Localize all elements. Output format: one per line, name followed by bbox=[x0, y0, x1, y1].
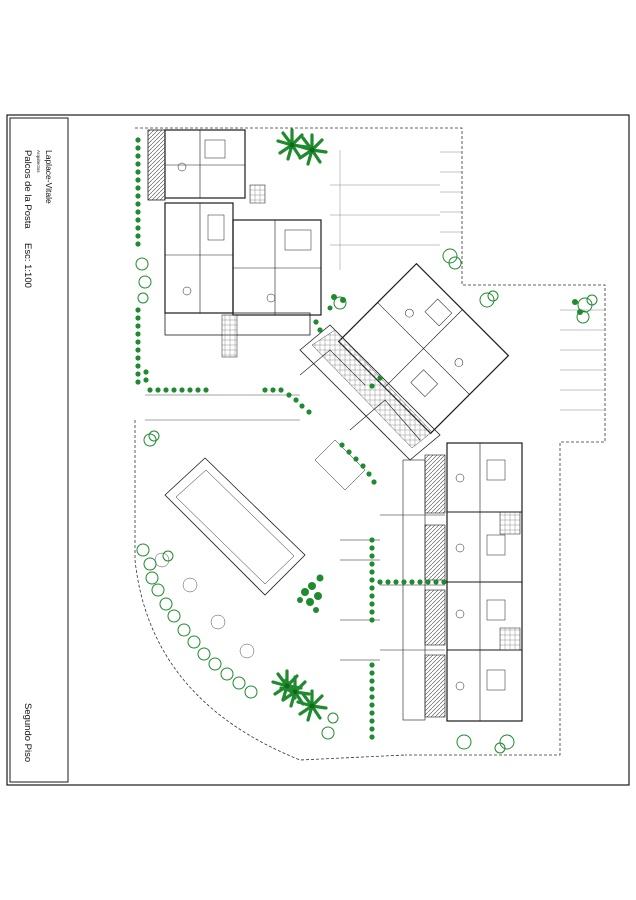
building-block-east bbox=[380, 442, 523, 722]
palm-tree-icon bbox=[296, 133, 328, 166]
firm-name: Laplace-Vitale bbox=[44, 150, 54, 204]
title-block-text: Laplace-Vitale Arquitectos Palcos de la … bbox=[22, 150, 54, 762]
project-name: Palcos de la Posta bbox=[22, 150, 33, 229]
sheet-border bbox=[6, 114, 630, 786]
sheet-name: Segundo Piso bbox=[22, 703, 33, 762]
building-block-north bbox=[147, 129, 322, 358]
title-block bbox=[9, 117, 69, 783]
palm-tree-icon bbox=[276, 128, 308, 161]
pool-area bbox=[145, 394, 380, 661]
site-boundary bbox=[134, 127, 606, 761]
shrubs bbox=[135, 248, 598, 754]
dense-shrub-clusters bbox=[297, 294, 583, 613]
hedge-rows bbox=[135, 137, 447, 740]
building-block-diagonal bbox=[337, 262, 510, 435]
palm-tree-icon bbox=[296, 689, 328, 722]
diagonal-walkway bbox=[299, 324, 441, 461]
firm-subtitle: Arquitectos bbox=[36, 150, 41, 173]
drawing-scale: Esc: 1:100 bbox=[22, 243, 33, 288]
parking-stripes bbox=[330, 150, 605, 411]
palm-trees bbox=[271, 128, 328, 722]
